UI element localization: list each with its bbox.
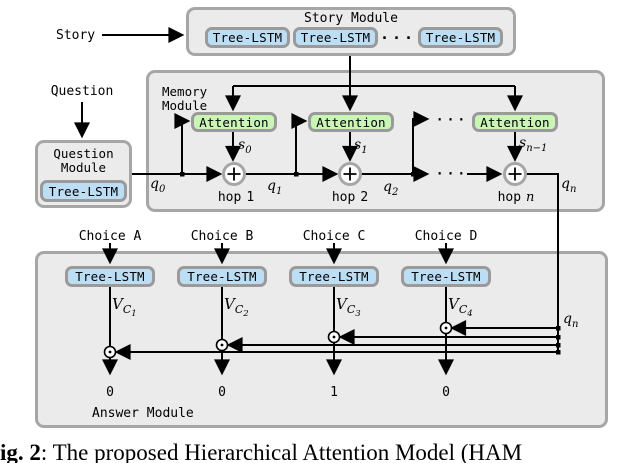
answer-tree-lstm-3: Tree-LSTM — [289, 266, 379, 287]
label-vc1: VC1 — [112, 295, 137, 320]
question-module-title: Question Module — [53, 146, 114, 175]
label-qn-memory: qn — [561, 176, 577, 195]
label-vc3: VC3 — [336, 295, 361, 320]
output-choice-a: 0 — [106, 385, 114, 400]
plus-node-hop1 — [222, 162, 246, 186]
label-q2: q2 — [383, 179, 399, 198]
dot-product-node-2 — [215, 338, 229, 352]
dot-product-node-1 — [103, 345, 117, 359]
answer-tree-lstm-1: Tree-LSTM — [65, 266, 155, 287]
memory-ellipsis-q-row: ··· — [435, 167, 469, 182]
output-choice-d: 0 — [442, 385, 450, 400]
choice-a-label: Choice A — [78, 229, 142, 244]
junction-dot — [556, 350, 561, 355]
label-vc4: VC4 — [448, 295, 473, 320]
junction-dot — [556, 335, 561, 340]
memory-ellipsis-attention-row: ··· — [435, 113, 469, 128]
answer-tree-lstm-2: Tree-LSTM — [177, 266, 267, 287]
story-ellipsis: ··· — [379, 29, 417, 47]
arrow-riser-attention1 — [174, 113, 191, 174]
junction-dot — [556, 343, 561, 348]
story-tree-lstm-2: Tree-LSTM — [293, 27, 378, 48]
attention-box-1: Attention — [191, 112, 277, 132]
choice-b-label: Choice B — [190, 229, 254, 244]
attention-box-2: Attention — [308, 112, 394, 132]
story-module-title: Story Module — [304, 11, 398, 26]
output-choice-b: 0 — [218, 385, 226, 400]
junction-dot — [556, 326, 561, 331]
question-input-label: Question — [50, 84, 114, 99]
story-tree-lstm-3: Tree-LSTM — [418, 27, 503, 48]
junction-dot — [294, 172, 299, 177]
label-sn-1: sn−1 — [519, 135, 548, 154]
line-qn-down — [525, 173, 559, 352]
choice-c-label: Choice C — [302, 229, 366, 244]
arrow-riser-ellipsis — [412, 111, 430, 174]
label-vc2: VC2 — [224, 295, 249, 320]
figure-caption-text: : The proposed Hierarchical Attention Mo… — [40, 440, 523, 463]
label-s1: s1 — [354, 137, 368, 156]
story-input-label: Story — [56, 28, 96, 43]
label-s0: s0 — [238, 137, 252, 156]
choice-d-label: Choice D — [414, 229, 478, 244]
plus-node-hop2 — [338, 162, 362, 186]
junction-dot — [180, 172, 185, 177]
figure-caption-number: ig. 2 — [0, 440, 41, 463]
junction-dot — [411, 172, 416, 177]
label-qn-answer: qn — [563, 311, 579, 330]
output-choice-c: 1 — [330, 385, 338, 400]
memory-module-box — [146, 70, 605, 212]
dot-product-node-4 — [439, 321, 453, 335]
attention-box-3: Attention — [472, 112, 558, 132]
dot-product-node-3 — [327, 330, 341, 344]
label-q0: q0 — [150, 176, 166, 195]
memory-module-title: Memory Module — [162, 84, 208, 113]
label-q1: q1 — [267, 178, 283, 197]
answer-tree-lstm-4: Tree-LSTM — [401, 266, 491, 287]
arrow-riser-attention2 — [291, 113, 308, 174]
story-tree-lstm-1: Tree-LSTM — [205, 27, 290, 48]
plus-node-hopn — [503, 162, 527, 186]
answer-module-title: Answer Module — [92, 406, 194, 421]
question-tree-lstm: Tree-LSTM — [40, 180, 127, 202]
figure-caption: ig. 2: The proposed Hierarchical Attenti… — [0, 440, 640, 463]
